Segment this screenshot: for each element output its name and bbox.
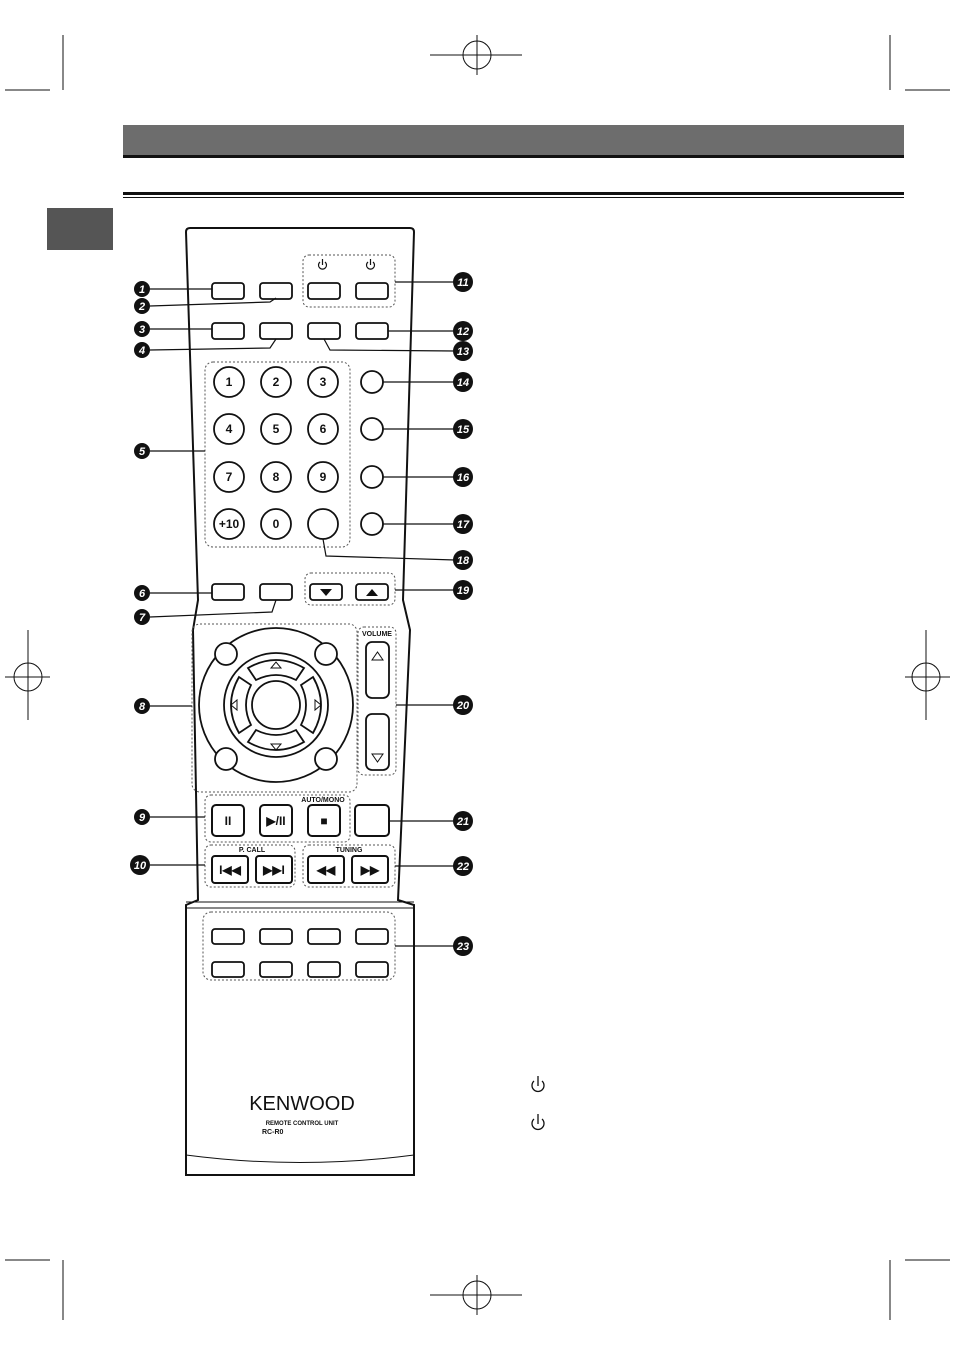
- button-1: [212, 283, 244, 299]
- button-21: [355, 805, 389, 836]
- callout-14: 14: [457, 377, 469, 389]
- button-12: [356, 323, 388, 339]
- key-label: 1: [226, 375, 233, 389]
- play-pause-label: ▶/II: [265, 814, 285, 828]
- volume-label: VOLUME: [362, 631, 392, 638]
- key-label: 4: [226, 422, 233, 436]
- power-button-a: [308, 283, 340, 299]
- callout-12: 12: [457, 326, 469, 338]
- callout-17: 17: [457, 519, 470, 531]
- button-7: [260, 584, 292, 600]
- auto-mono-label: AUTO/MONO: [301, 797, 345, 804]
- callout-9: 9: [139, 812, 146, 824]
- callout-22: 22: [456, 861, 469, 873]
- power-icon: [532, 1076, 544, 1129]
- callout-20: 20: [456, 700, 470, 712]
- key-label: 5: [273, 422, 280, 436]
- callout-7: 7: [139, 612, 146, 624]
- callout-4: 4: [138, 345, 145, 357]
- callout-5: 5: [139, 446, 146, 458]
- key-label: 7: [226, 470, 233, 484]
- key-label: 8: [273, 470, 280, 484]
- button-17: [361, 513, 383, 535]
- callout-1: 1: [139, 284, 145, 296]
- key-label: 2: [273, 375, 280, 389]
- crop-marks: [5, 35, 950, 1320]
- button-6: [212, 584, 244, 600]
- callout-2: 2: [138, 301, 145, 313]
- key-label: +10: [219, 517, 240, 531]
- skip-prev-label: I◀◀: [219, 863, 242, 877]
- key-label: 0: [273, 517, 280, 531]
- callout-16: 16: [457, 472, 470, 484]
- stop-label: ■: [320, 814, 327, 828]
- fast-forward-label: ▶▶: [360, 863, 380, 877]
- tuning-label: TUNING: [336, 847, 363, 854]
- callout-3: 3: [139, 324, 145, 336]
- callout-10: 10: [134, 860, 147, 872]
- button-4: [260, 323, 292, 339]
- button-2: [260, 283, 292, 299]
- callout-11: 11: [457, 277, 468, 289]
- callout-21: 21: [456, 816, 469, 828]
- button-13: [308, 323, 340, 339]
- key-label: 9: [320, 470, 327, 484]
- button-14: [361, 371, 383, 393]
- key-label: 6: [320, 422, 327, 436]
- callout-19: 19: [457, 585, 470, 597]
- callout-6: 6: [139, 588, 146, 600]
- brand-logo: KENWOOD: [249, 1093, 355, 1115]
- callout-23: 23: [456, 941, 469, 953]
- callout-15: 15: [457, 424, 470, 436]
- unit-label: REMOTE CONTROL UNIT: [266, 1121, 339, 1127]
- pcall-label: P. CALL: [239, 847, 266, 854]
- button-3: [212, 323, 244, 339]
- model-label: RC-R0: [262, 1129, 283, 1136]
- callout-18: 18: [457, 555, 470, 567]
- rewind-label: ◀◀: [316, 863, 336, 877]
- power-button-b: [356, 283, 388, 299]
- callout-13: 13: [457, 346, 469, 358]
- key-label: 3: [320, 375, 327, 389]
- button-15: [361, 418, 383, 440]
- button-16: [361, 466, 383, 488]
- cursor-pad[interactable]: [199, 628, 353, 782]
- skip-next-label: ▶▶I: [262, 863, 285, 877]
- pause-label: II: [225, 814, 232, 828]
- callout-8: 8: [139, 701, 146, 713]
